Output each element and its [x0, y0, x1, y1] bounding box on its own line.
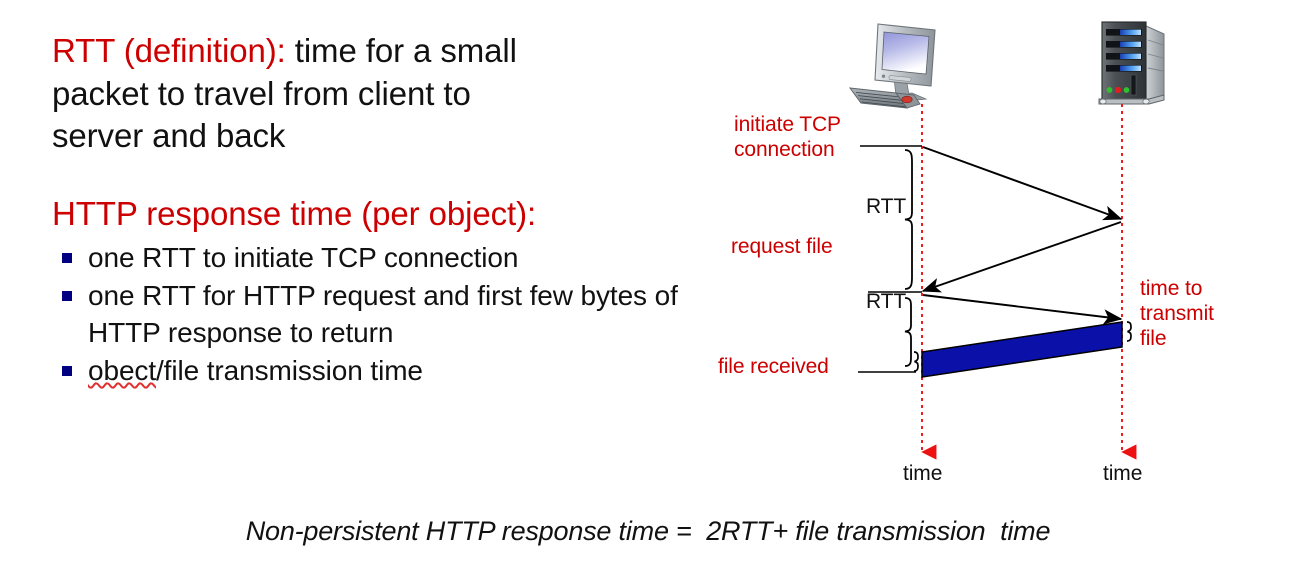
square-bullet-icon [62, 290, 72, 301]
server-rack-icon [1098, 21, 1165, 105]
label-transmit-line1: time to [1140, 277, 1203, 300]
http-response-time-bullet-list: one RTT to initiate TCP connection one R… [58, 240, 708, 391]
arrow-http-request [922, 294, 1123, 325]
rtt-definition-term: RTT (definition): [52, 32, 286, 69]
label-transmit-line3: file [1140, 326, 1167, 350]
label-rtt-second: RTT [866, 290, 907, 313]
rtt-brace-first [904, 149, 913, 290]
file-received-brace [913, 351, 919, 372]
label-time-to-transmit-file: time to transmit file [1140, 277, 1214, 351]
list-item-label: /file transmission time [156, 354, 423, 386]
summary-caption: Non-persistent HTTP response time = 2RTT… [245, 516, 1051, 546]
rtt-definition-line1: time for a small [294, 32, 517, 69]
label-file-received: file received [718, 355, 829, 378]
misspelled-word: obect [88, 354, 156, 386]
list-item: one RTT to initiate TCP connection [58, 240, 708, 277]
list-item: one RTT for HTTP request and first few b… [58, 278, 708, 352]
rtt-definition-line3: server and back [52, 117, 286, 155]
label-initiate-tcp: initiate TCP connection [734, 113, 841, 163]
label-time-client: time [903, 462, 943, 485]
list-item: obect/file transmission time [58, 353, 708, 390]
label-request-file: request file [731, 235, 833, 258]
square-bullet-icon [62, 365, 72, 376]
file-transmission-band [921, 321, 1123, 378]
square-bullet-icon [62, 253, 72, 263]
label-rtt-first: RTT [866, 195, 907, 218]
arrow-tcp-syn [922, 146, 1123, 221]
label-time-server: time [1103, 462, 1143, 485]
slide-text-column: RTT (definition): time for a small packe… [0, 0, 712, 500]
http-timing-diagram: initiate TCP connection request file fil… [700, 0, 1296, 520]
list-item-label: one RTT for HTTP request and first few b… [88, 279, 678, 348]
rtt-brace-second [904, 297, 912, 367]
list-item-label: one RTT to initiate TCP connection [88, 242, 519, 273]
transmit-time-brace [1126, 321, 1132, 342]
http-response-time-heading: HTTP response time (per object): [52, 195, 537, 232]
rtt-definition-paragraph: RTT (definition): time for a small packe… [52, 30, 692, 158]
client-computer-icon [848, 23, 936, 109]
label-transmit-line2: transmit [1140, 301, 1214, 325]
rtt-definition-line2: packet to travel from client to [52, 74, 471, 112]
label-initiate-tcp-line2: connection [734, 137, 835, 161]
label-initiate-tcp-line1: initiate TCP [734, 113, 841, 136]
arrow-tcp-synack [921, 221, 1122, 293]
